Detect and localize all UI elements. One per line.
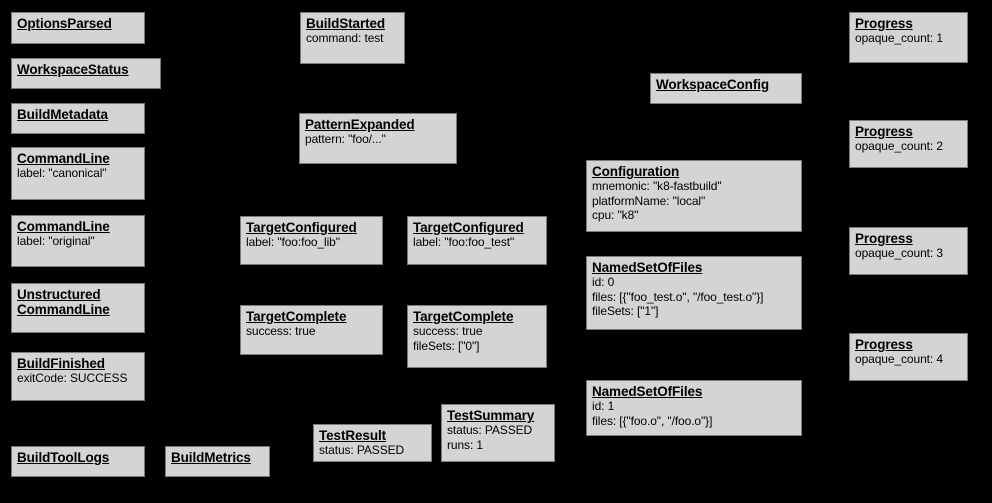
node-field: runs: 1 — [447, 437, 483, 452]
node-field: fileSets: ["0"] — [413, 338, 480, 353]
node-title: NamedSetOfFiles — [592, 260, 703, 275]
node-field: success: true — [413, 324, 483, 338]
node-field: fileSets: ["1"] — [592, 304, 659, 318]
node-field: opaque_count: 4 — [855, 352, 943, 366]
node-field: opaque_count: 3 — [855, 246, 943, 260]
node-title: CommandLine — [17, 219, 110, 234]
node-field: exitCode: SUCCESS — [17, 371, 128, 385]
node-title: Progress — [855, 231, 913, 246]
node-build-tool-logs[interactable]: BuildToolLogs — [11, 446, 145, 477]
node-title: Progress — [855, 337, 913, 352]
node-field: files: [{"foo.o", "/foo.o"}] — [592, 413, 713, 428]
node-title: Configuration — [592, 164, 680, 179]
node-workspace-config[interactable]: WorkspaceConfig — [650, 73, 802, 104]
node-options-parsed[interactable]: OptionsParsed — [11, 12, 145, 44]
node-title: TargetComplete — [413, 309, 514, 324]
node-field: opaque_count: 2 — [855, 139, 943, 153]
node-title: CommandLine — [17, 151, 110, 166]
node-title: TargetComplete — [246, 309, 347, 324]
node-field: files: [{"foo_test.o", "/foo_test.o"}] — [592, 289, 764, 304]
node-title: NamedSetOfFiles — [592, 384, 703, 399]
node-field: label: "original" — [17, 234, 95, 248]
node-field: status: PASSED — [319, 443, 405, 457]
node-title: BuildMetadata — [17, 107, 108, 122]
node-field: command: test — [306, 31, 384, 45]
node-field: pattern: "foo/..." — [305, 132, 386, 146]
node-title: TestResult — [319, 428, 387, 443]
node-field: status: PASSED — [447, 423, 533, 437]
node-build-metadata[interactable]: BuildMetadata — [11, 103, 145, 134]
node-title: WorkspaceStatus — [17, 62, 129, 77]
node-field: opaque_count: 1 — [855, 31, 943, 45]
node-field: id: 0 — [592, 275, 615, 289]
node-title: Progress — [855, 124, 913, 139]
node-field: platformName: "local" — [592, 193, 706, 208]
node-field: label: "foo:foo_lib" — [246, 235, 340, 249]
node-field: label: "foo:foo_test" — [413, 235, 515, 249]
node-title: WorkspaceConfig — [656, 77, 770, 92]
node-title: TargetConfigured — [413, 220, 524, 235]
node-title: BuildToolLogs — [17, 450, 110, 465]
node-title-line: Unstructured — [17, 287, 101, 302]
node-title: BuildMetrics — [171, 450, 251, 465]
node-field: mnemonic: "k8-fastbuild" — [592, 179, 722, 193]
node-field: cpu: "k8" — [592, 208, 639, 222]
node-workspace-status[interactable]: WorkspaceStatus — [11, 58, 161, 89]
node-field: label: "canonical" — [17, 166, 107, 180]
node-title: BuildStarted — [306, 16, 386, 31]
node-field: success: true — [246, 324, 316, 338]
node-title-line: CommandLine — [17, 302, 110, 317]
node-build-metrics[interactable]: BuildMetrics — [165, 446, 270, 477]
node-title: OptionsParsed — [17, 16, 112, 31]
node-title: TestSummary — [447, 408, 535, 423]
node-title: BuildFinished — [17, 356, 105, 371]
node-title: Progress — [855, 16, 913, 31]
node-title: TargetConfigured — [246, 220, 357, 235]
node-field: id: 1 — [592, 399, 615, 413]
node-title: PatternExpanded — [305, 117, 415, 132]
